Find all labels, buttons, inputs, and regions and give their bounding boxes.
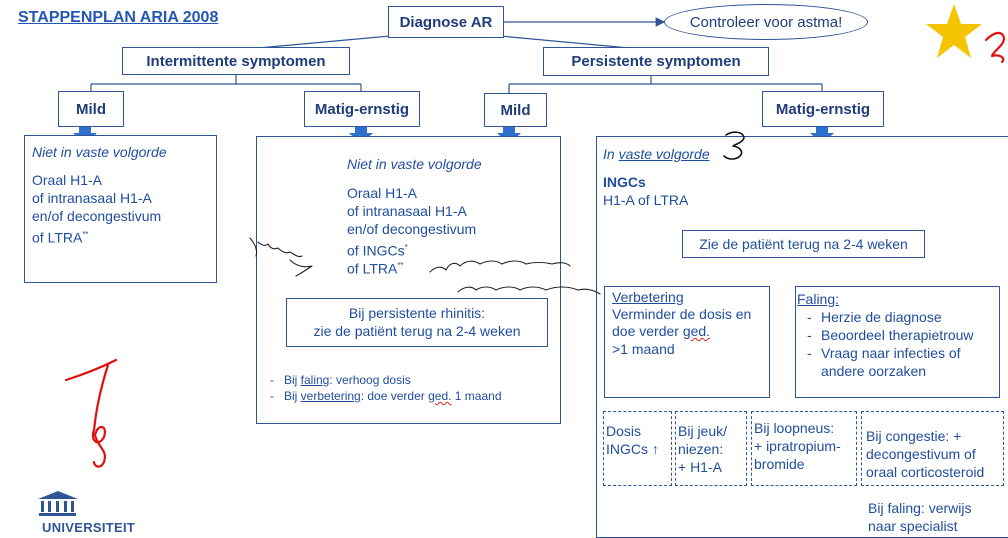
- university-logo-icon: [38, 491, 78, 516]
- box4-heading: In vaste volgorde: [603, 146, 710, 162]
- option-congestion-line: decongestivum of: [866, 446, 976, 462]
- box4-followup-label: Zie de patiënt terug na 2-4 weken: [699, 236, 908, 252]
- option-runny-nose-box: [751, 411, 857, 486]
- option-congestion-line: Bij congestie: +: [866, 428, 962, 444]
- box4-followup-box: [682, 230, 925, 258]
- persistent-label: Persistente symptomen: [571, 53, 741, 70]
- option-congestion-box: [861, 411, 1004, 486]
- int-mild-treatment-box: [24, 135, 217, 283]
- box2-followup-line: Bij persistente rhinitis:: [348, 305, 486, 321]
- option-runny-line: bromide: [754, 456, 805, 472]
- failure-title: Faling:: [797, 291, 840, 307]
- final-referral-line: naar specialist: [868, 518, 958, 534]
- failure-item: Vraag naar infecties of: [807, 345, 961, 362]
- option-runny-line: Bij loopneus:: [754, 420, 835, 436]
- option-congestion-line: oraal corticosteroid: [866, 464, 985, 480]
- star-icon: [926, 4, 982, 58]
- improvement-line: >1 maand: [612, 341, 675, 357]
- option-itch-line: Bij jeuk/: [678, 423, 728, 439]
- option-dose-line: INGCs ↑: [606, 441, 659, 457]
- failure-item: andere oorzaken: [821, 363, 927, 379]
- option-itch-line: niezen:: [678, 441, 724, 457]
- persistent-symptoms-box: Persistente symptomen: [543, 47, 769, 76]
- failure-item: Beoordeel therapietrouw: [807, 327, 974, 344]
- option-itch-line: + H1-A: [678, 459, 722, 475]
- box1-line: Oraal H1-A: [32, 172, 103, 188]
- asthma-check-oval: Controleer voor astma!: [664, 4, 868, 40]
- box2-bullet-improvement: Bij verbetering: doe verder ged. 1 maand: [270, 388, 501, 405]
- box1-line: of LTRA**: [32, 229, 89, 246]
- int-mild-label: Mild: [76, 100, 106, 118]
- improvement-line: Verminder de dosis en: [612, 306, 752, 322]
- improvement-box: [604, 286, 770, 398]
- box4-ingcs: INGCs: [603, 174, 646, 190]
- intermittent-label: Intermittente symptomen: [146, 52, 326, 70]
- improvement-title: Verbetering: [612, 289, 684, 305]
- box1-line: of intranasaal H1-A: [32, 190, 152, 206]
- box2-heading: Niet in vaste volgorde: [347, 156, 482, 172]
- down-arrows: [73, 127, 834, 144]
- box1-line: en/of decongestivum: [32, 208, 162, 224]
- box4-line: H1-A of LTRA: [603, 192, 689, 208]
- diagnose-ar-box: Diagnose AR: [388, 6, 504, 38]
- int-mild-box: Mild: [58, 91, 124, 127]
- page-title: STAPPENPLAN ARIA 2008: [18, 9, 219, 26]
- box2-followup-box: [286, 298, 548, 347]
- improvement-line: doe verder ged.: [612, 323, 711, 339]
- final-referral-line: Bij faling: verwijs: [868, 500, 972, 516]
- box2-line: Oraal H1-A: [347, 185, 418, 201]
- per-moderate-box: Matig-ernstig: [762, 91, 884, 127]
- per-mild-box: Mild: [484, 93, 547, 127]
- int-moderate-label: Matig-ernstig: [314, 100, 410, 118]
- asthma-check-label: Controleer voor astma!: [689, 13, 843, 31]
- box2-line: of intranasaal H1-A: [347, 203, 467, 219]
- option-dose-box: [603, 411, 672, 486]
- box2-line: en/of decongestivum: [347, 221, 477, 237]
- box2-followup-line: zie de patiënt terug na 2-4 weken: [313, 323, 521, 339]
- box2-line: of LTRA**: [347, 260, 404, 277]
- failure-item: Herzie de diagnose: [807, 309, 942, 326]
- intermittent-symptoms-box: Intermittente symptomen: [122, 47, 350, 75]
- option-itch-box: [675, 411, 747, 486]
- option-runny-line: + ipratropium-: [754, 438, 841, 454]
- per-moderate-label: Matig-ernstig: [775, 100, 871, 118]
- box1-heading: Niet in vaste volgorde: [32, 144, 167, 160]
- box2-bullet-failure: Bij faling: verhoog dosis: [270, 372, 411, 389]
- university-label: UNIVERSITEIT: [42, 520, 136, 535]
- option-dose-line: Dosis: [606, 423, 642, 439]
- diagnose-ar-label: Diagnose AR: [399, 13, 493, 31]
- int-moderate-box: Matig-ernstig: [304, 91, 420, 127]
- box2-line: of INGCs*: [347, 242, 408, 259]
- per-mild-label: Mild: [500, 101, 531, 119]
